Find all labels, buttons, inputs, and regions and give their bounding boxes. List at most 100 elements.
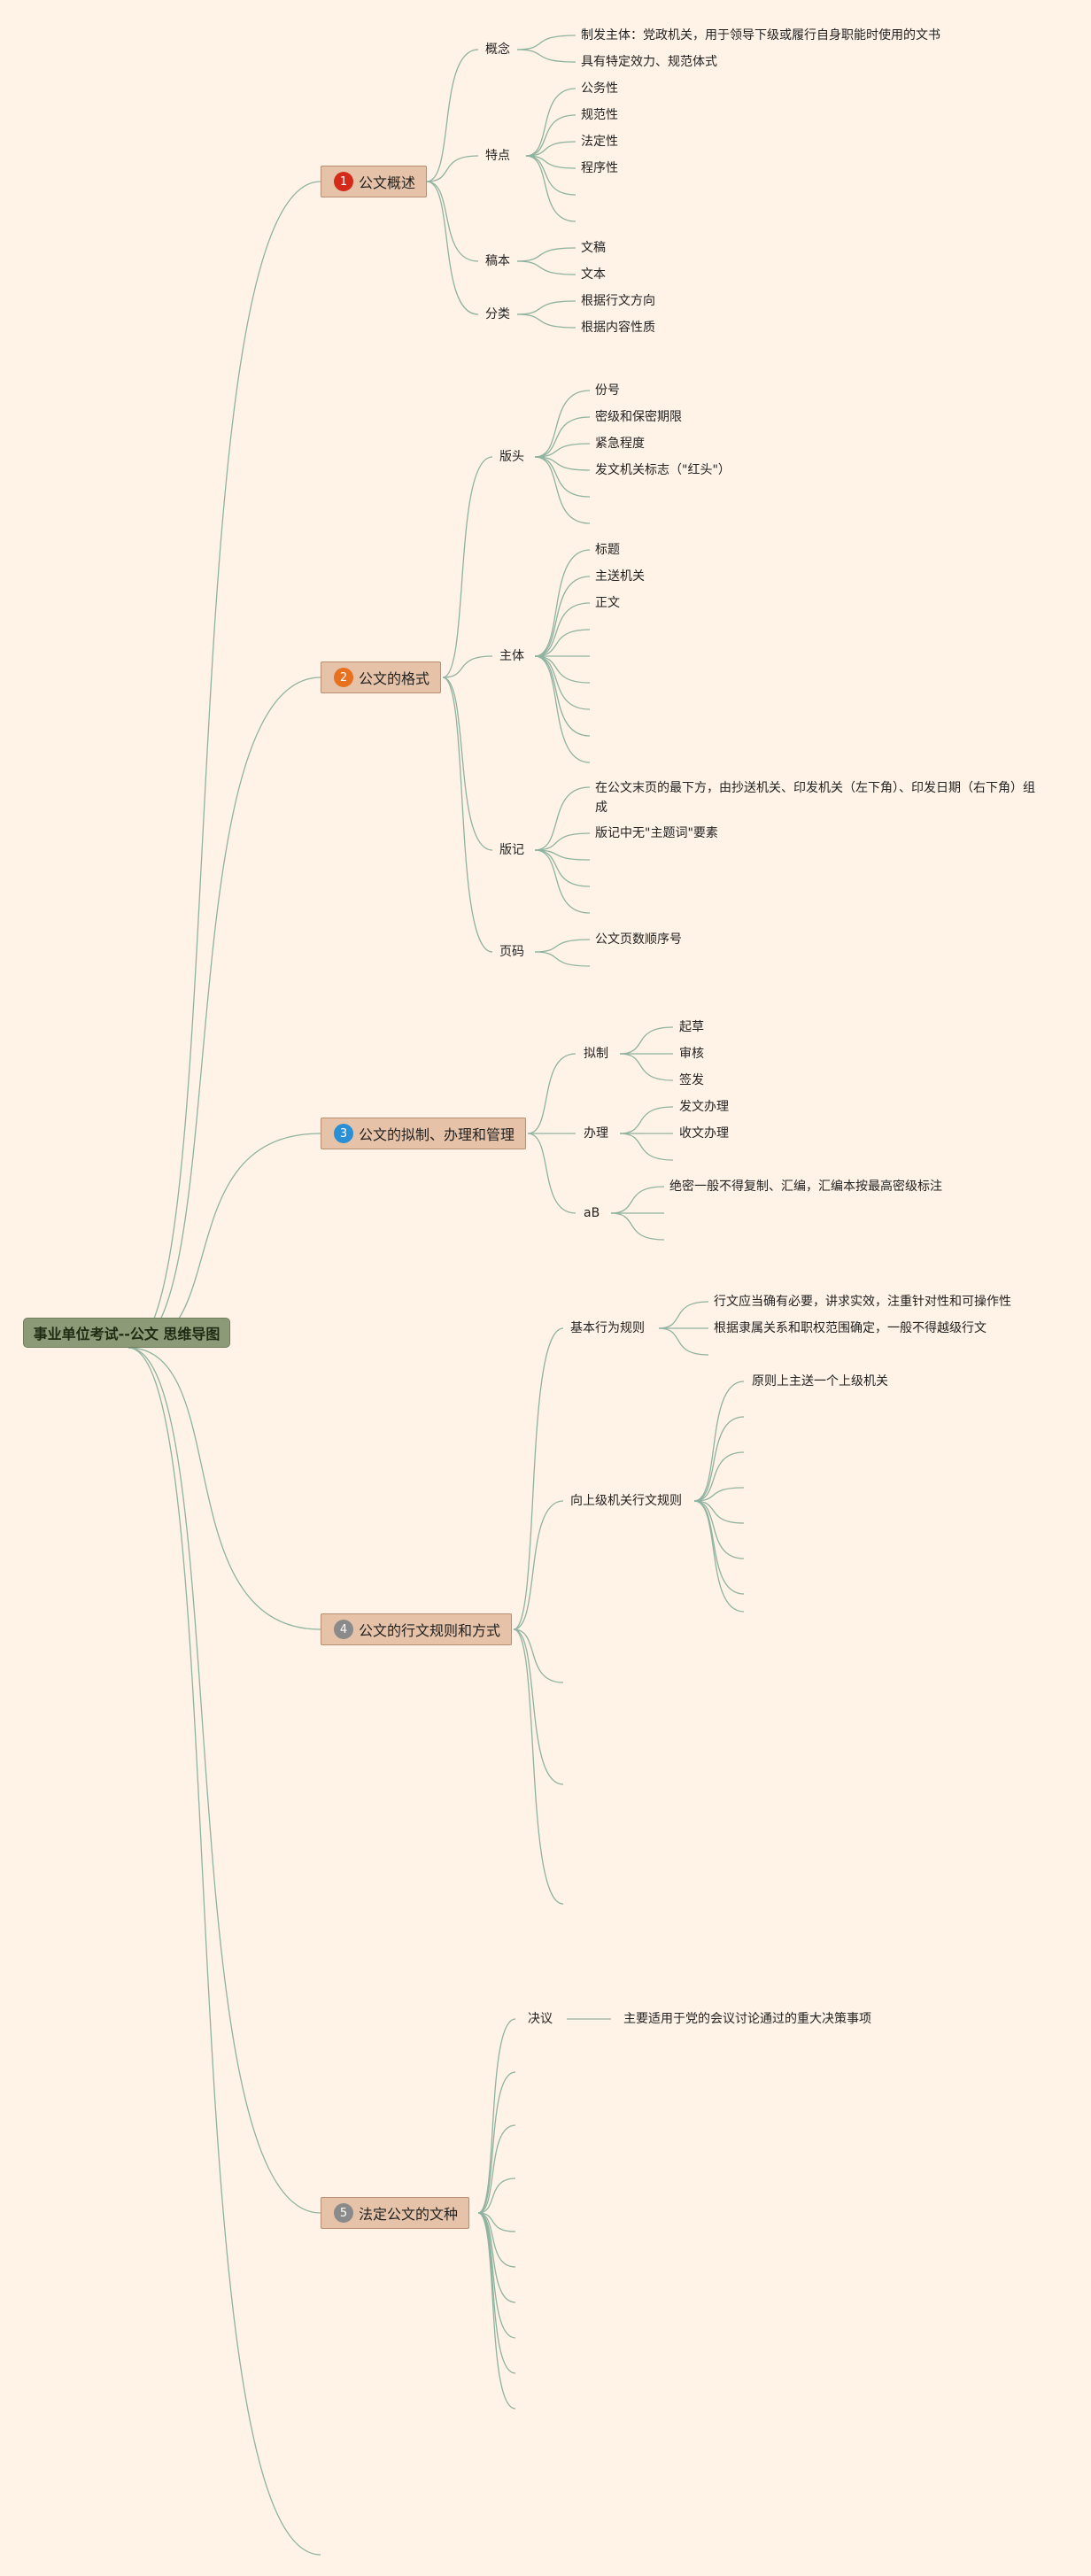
subtopic-basic-rules[interactable]: 基本行为规则 [570, 1321, 645, 1335]
connector-line [534, 576, 591, 657]
leaf-item[interactable]: 文稿 [581, 241, 606, 255]
leaf-item[interactable]: 根据内容性质 [581, 321, 655, 335]
subtopic-resolution[interactable]: 决议 [528, 2012, 553, 2026]
leaf-item[interactable]: 绝密一般不得复制、汇编，汇编本按最高密级标注 [669, 1180, 942, 1194]
connector-line [516, 247, 576, 262]
branch-label: 公文的行文规则和方式 [359, 1622, 501, 1639]
leaf-item[interactable]: 法定性 [581, 135, 618, 149]
leaf-item[interactable]: 具有特定效力、规范体式 [581, 55, 717, 69]
connector-line [534, 655, 591, 737]
leaf-item[interactable]: 原则上主送一个上级机关 [752, 1374, 888, 1389]
connector-line [534, 832, 591, 851]
subtopic-classification[interactable]: 分类 [485, 307, 510, 321]
leaf-item[interactable]: 在公文末页的最下方，由抄送机关、印发机关（左下角）、印发日期（右下角）组成 [595, 781, 1035, 815]
connector-line [534, 629, 591, 657]
connector-line [442, 655, 493, 678]
leaf-item[interactable]: 主要适用于党的会议讨论通过的重大决策事项 [623, 2012, 871, 2026]
leaf-item[interactable]: 版记中无"主题词"要素 [595, 826, 718, 840]
subtopic-colophon[interactable]: 版记 [499, 843, 524, 857]
connector-line [516, 313, 576, 329]
branch-node-format[interactable]: 2 公文的格式 [321, 661, 442, 693]
connector-line [693, 1381, 745, 1502]
branch-node-overview[interactable]: 1 公文概述 [321, 166, 428, 197]
connector-line [693, 1500, 745, 1613]
subtopic-concept[interactable]: 概念 [485, 43, 510, 57]
leaf-item[interactable]: 收文办理 [679, 1126, 729, 1141]
connector-line [525, 155, 576, 222]
connector-line [513, 1500, 564, 1630]
connector-line [426, 181, 479, 262]
leaf-item[interactable]: 正文 [595, 596, 620, 610]
leaf-item[interactable]: 标题 [595, 543, 620, 557]
root-connector [128, 1347, 321, 2556]
connector-line [525, 155, 576, 196]
leaf-item[interactable]: 起草 [679, 1020, 704, 1034]
leaf-item[interactable]: 份号 [595, 383, 620, 398]
leaf-item[interactable]: 紧急程度 [595, 437, 645, 451]
connector-line [477, 2124, 516, 2214]
subtopic-drafts[interactable]: 稿本 [485, 254, 510, 268]
connector-line [525, 141, 576, 157]
subtopic-body[interactable]: 主体 [499, 649, 524, 663]
branch-label: 公文的格式 [359, 670, 430, 687]
connector-line [610, 1186, 665, 1214]
branch-node-rules[interactable]: 4 公文的行文规则和方式 [321, 1613, 513, 1645]
leaf-item[interactable]: 根据隶属关系和职权范围确定，一般不得越级行文 [714, 1321, 987, 1335]
connector-line [693, 1451, 745, 1502]
connector-line [477, 2212, 516, 2268]
root-node[interactable]: 事业单位考试--公文 思维导图 [23, 1318, 230, 1348]
leaf-item[interactable]: 主送机关 [595, 569, 645, 584]
leaf-item[interactable]: 签发 [679, 1073, 704, 1087]
root-connector [128, 1133, 321, 1349]
connector-line [534, 443, 591, 458]
leaf-item[interactable]: 发文办理 [679, 1100, 729, 1114]
leaf-item[interactable]: 发文机关标志（"红头"） [595, 463, 731, 477]
connector-line [534, 849, 591, 887]
connector-line [426, 155, 479, 182]
connector-line [610, 1212, 665, 1241]
subtopic-header[interactable]: 版头 [499, 450, 524, 464]
leaf-item[interactable]: 密级和保密期限 [595, 410, 682, 424]
connector-line [477, 2178, 516, 2214]
branch-node-doc-types[interactable]: 5 法定公文的文种 [321, 2197, 470, 2229]
leaf-item[interactable]: 根据行文方向 [581, 294, 655, 308]
number-badge-icon: 2 [334, 668, 353, 687]
connector-line [513, 1628, 564, 1905]
leaf-item[interactable]: 行文应当确有必要，讲求实效，注重针对性和可操作性 [714, 1295, 1011, 1309]
number-badge-icon: 1 [334, 172, 353, 191]
leaf-item[interactable]: 公文页数顺序号 [595, 932, 682, 947]
connector-line [693, 1487, 745, 1502]
branch-node-drafting[interactable]: 3 公文的拟制、办理和管理 [321, 1118, 527, 1149]
connector-line [442, 677, 493, 953]
connector-line [534, 416, 591, 458]
subtopic-ab[interactable]: aB [584, 1206, 600, 1220]
leaf-item[interactable]: 审核 [679, 1047, 704, 1061]
connector-line [534, 549, 591, 657]
branch-label: 公文的拟制、办理和管理 [359, 1126, 515, 1143]
leaf-item[interactable]: 规范性 [581, 108, 618, 122]
connector-line [534, 849, 591, 914]
connector-line [534, 939, 591, 953]
connector-line [534, 655, 591, 684]
connector-line [426, 181, 479, 315]
connector-line [693, 1500, 745, 1524]
number-badge-icon: 4 [334, 1620, 353, 1639]
connector-line [534, 951, 591, 967]
connector-line [477, 2212, 516, 2410]
leaf-item[interactable]: 公务性 [581, 81, 618, 96]
connector-line [516, 300, 576, 315]
subtopic-drafting[interactable]: 拟制 [584, 1047, 608, 1061]
leaf-item[interactable]: 程序性 [581, 161, 618, 175]
connector-line [534, 655, 591, 763]
connector-line [658, 1327, 709, 1356]
leaf-item[interactable]: 文本 [581, 267, 606, 282]
root-connector [128, 677, 321, 1349]
subtopic-upward-rules[interactable]: 向上级机关行文规则 [570, 1494, 682, 1508]
connector-line [534, 786, 591, 851]
subtopic-features[interactable]: 特点 [485, 149, 510, 163]
subtopic-page-number[interactable]: 页码 [499, 945, 524, 959]
connector-line [534, 602, 591, 657]
leaf-item[interactable]: 制发主体：党政机关，用于领导下级或履行自身职能时使用的文书 [581, 28, 940, 43]
subtopic-handling[interactable]: 办理 [584, 1126, 608, 1141]
